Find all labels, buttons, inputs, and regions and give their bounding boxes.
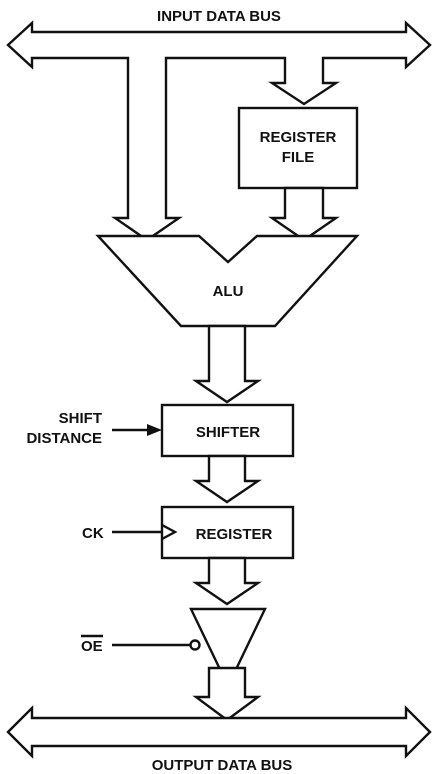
clock-edge-icon (161, 523, 178, 541)
output-enable-label: OE (81, 638, 103, 655)
shifter-to-register-arrow (192, 454, 262, 504)
shifter-label: SHIFTER (196, 424, 260, 441)
register-file-block (237, 106, 359, 190)
shift-distance-label-line2: DISTANCE (26, 430, 102, 447)
output-buffer (189, 607, 267, 689)
buffer-to-output-bus-arrow (192, 666, 262, 722)
register-file-to-alu-arrow (268, 186, 340, 242)
register-to-buffer-arrow (192, 556, 262, 606)
register-file-label-line1: REGISTER (260, 129, 337, 146)
output-enable-inversion-bubble (189, 639, 201, 651)
clock-label: CK (82, 525, 104, 542)
output-data-bus-label: OUTPUT DATA BUS (152, 757, 293, 774)
register-label: REGISTER (196, 526, 273, 543)
alu-to-shifter-arrow (192, 324, 262, 404)
input-data-bus-label: INPUT DATA BUS (157, 8, 281, 25)
output-data-bus (6, 705, 432, 759)
shift-distance-arrowhead (147, 424, 162, 436)
shift-distance-label-line1: SHIFT (59, 410, 102, 427)
shifter-block (160, 403, 295, 458)
alu-block (95, 234, 360, 328)
register-file-label-line2: FILE (282, 149, 315, 166)
alu-label: ALU (213, 283, 244, 300)
input-data-bus (6, 20, 432, 242)
